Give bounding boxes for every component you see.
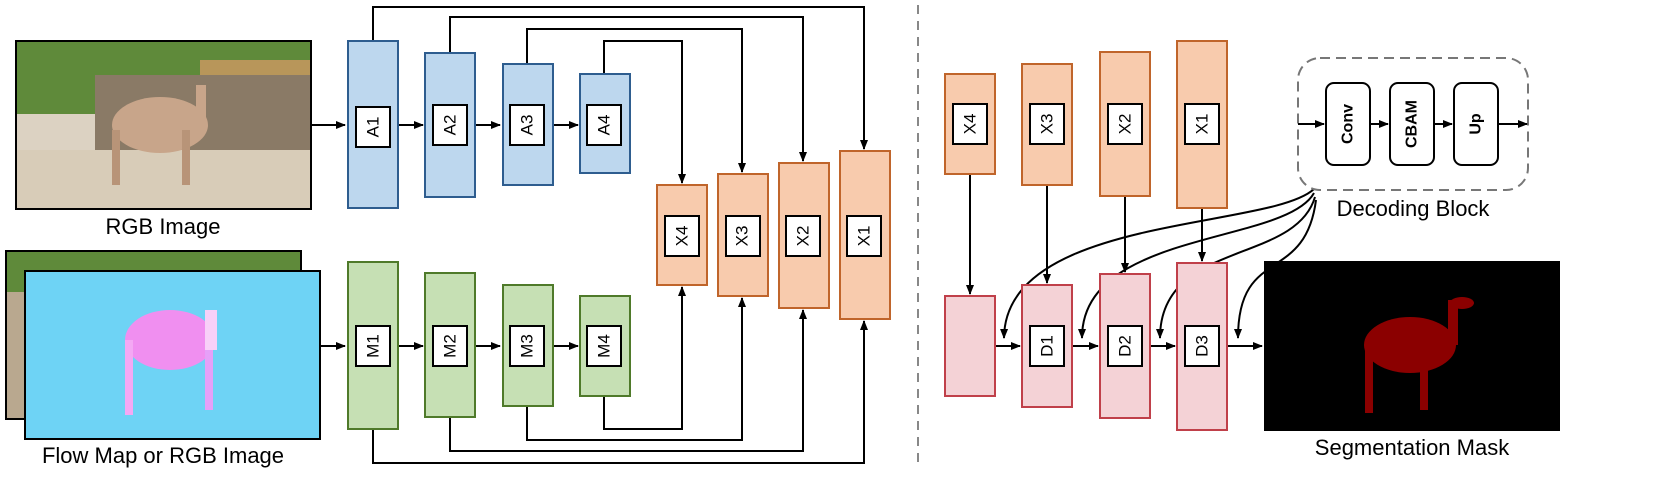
fusion-block-x4: X4 (656, 184, 708, 286)
decoding-layer-up: Up (1468, 113, 1485, 135)
fusion-label: X4 (673, 226, 692, 247)
rgb-image-thumbnail (15, 40, 312, 210)
encoder-wiring (311, 6, 868, 464)
encoder-a-block-1: A1 (347, 40, 399, 209)
decoder-block-d1: D1 (1021, 284, 1073, 408)
decoder-input-label: X2 (1116, 114, 1135, 135)
encoder-m-block-2: M2 (424, 272, 476, 418)
encoder-a-block-4: A4 (579, 73, 631, 174)
decoding-block: Conv CBAM Up (1297, 57, 1529, 191)
decoding-block-caption: Decoding Block (1337, 196, 1491, 221)
encoder-m-label: M3 (518, 334, 537, 358)
encoder-a-block-3: A3 (502, 63, 554, 186)
decoder-block-d2: D2 (1099, 273, 1151, 419)
decoder-input-x4: X4 (944, 73, 996, 175)
encoder-m-block-4: M4 (579, 295, 631, 397)
fusion-label: X3 (733, 226, 752, 247)
decoder-wiring (966, 175, 1317, 350)
decoder-input-label: X4 (961, 114, 980, 135)
decoding-layer-cbam: CBAM (1404, 100, 1421, 148)
fusion-label: X2 (794, 226, 813, 247)
encoder-a-block-2: A2 (424, 52, 476, 198)
decoder-input-label: X1 (1193, 114, 1212, 135)
encoder-m-block-1: M1 (347, 261, 399, 430)
encoder-a-label: A3 (518, 115, 537, 136)
decoder-input-x1: X1 (1176, 40, 1228, 209)
fusion-label: X1 (855, 226, 874, 247)
flow-map-caption: Flow Map or RGB Image (42, 443, 284, 468)
segmentation-mask-caption: Segmentation Mask (1315, 435, 1510, 460)
rgb-image-caption: RGB Image (106, 214, 221, 239)
fusion-block-x3: X3 (717, 173, 769, 297)
decoder-input-x3: X3 (1021, 63, 1073, 186)
encoder-a-label: A1 (364, 117, 383, 138)
fusion-block-x1: X1 (839, 150, 891, 320)
encoder-a-label: A4 (595, 115, 614, 136)
decoder-block-d3: D3 (1176, 262, 1228, 431)
flow-map-thumbnail (5, 250, 321, 440)
fusion-block-x2: X2 (778, 162, 830, 309)
encoder-a-label: A2 (441, 115, 460, 136)
segmentation-mask-image (1264, 261, 1560, 431)
encoder-m-label: M2 (441, 334, 460, 358)
encoder-m-label: M1 (364, 334, 383, 358)
encoder-m-label: M4 (595, 334, 614, 358)
decoder-input-label: X3 (1038, 114, 1057, 135)
decoder-label: D1 (1038, 335, 1057, 357)
encoder-m-block-3: M3 (502, 284, 554, 407)
decoder-label: D3 (1193, 335, 1212, 357)
decoder-label: D2 (1116, 335, 1135, 357)
decoder-input-x2: X2 (1099, 51, 1151, 197)
decoding-layer-conv: Conv (1340, 104, 1357, 144)
decoder-block-0 (944, 295, 996, 397)
flow-map-image (24, 270, 321, 440)
